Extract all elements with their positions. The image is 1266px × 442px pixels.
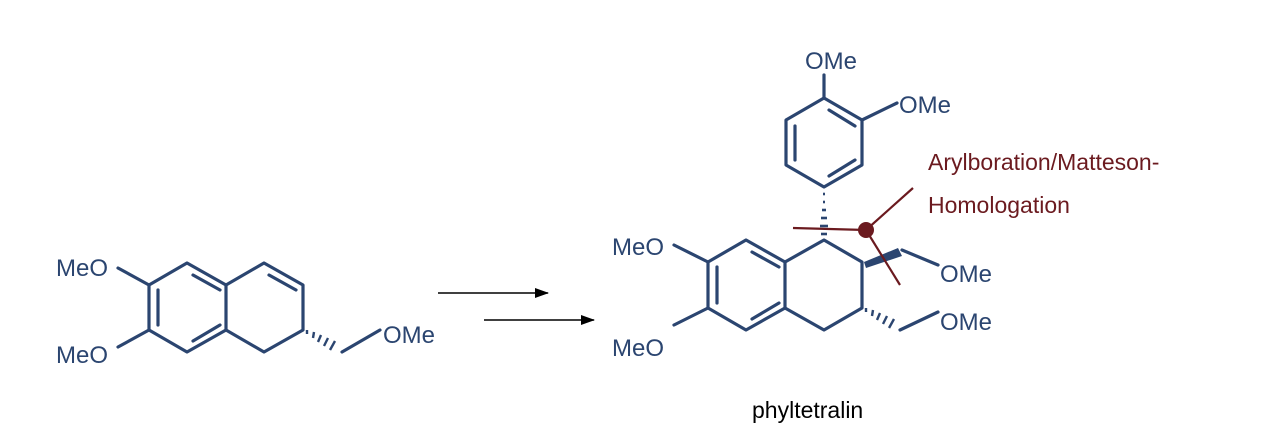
ome-label: OMe xyxy=(805,48,857,75)
ome-label: OMe xyxy=(383,322,435,349)
annotation-line: Homologation xyxy=(928,192,1070,218)
disconnection-line xyxy=(792,226,867,232)
meo-label: MeO xyxy=(56,255,108,282)
meo-label: MeO xyxy=(612,234,664,261)
hashed-bond xyxy=(820,192,828,236)
ome-label: OMe xyxy=(940,309,992,336)
disconnection-line xyxy=(865,229,901,286)
reaction-arrows xyxy=(438,288,595,325)
ome-label: OMe xyxy=(899,92,951,119)
disconnection-point xyxy=(858,222,874,238)
disconnection-marker: Arylboration/Matteson- Homologation xyxy=(792,149,1159,286)
ome-label: OMe xyxy=(940,261,992,288)
starting-material: MeO MeO OMe xyxy=(56,255,435,369)
meo-label: MeO xyxy=(56,342,108,369)
compound-name: phyltetralin xyxy=(752,397,863,423)
product-structure: OMe OMe MeO MeO OMe OMe phyltetralin xyxy=(612,48,992,423)
hashed-wedge xyxy=(864,308,896,329)
hashed-wedge xyxy=(305,330,337,351)
meo-label: MeO xyxy=(612,335,664,362)
disconnection-line xyxy=(865,187,914,231)
annotation-line: Arylboration/Matteson- xyxy=(928,149,1159,175)
